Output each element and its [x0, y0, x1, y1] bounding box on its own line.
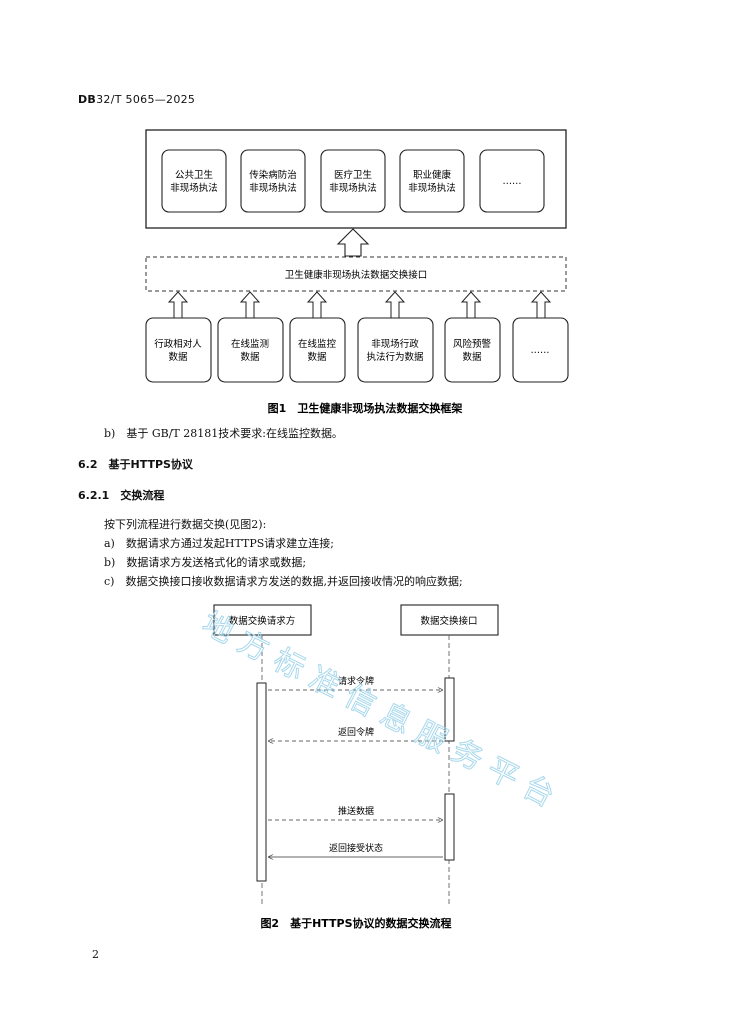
figure1-caption: 图1 卫生健康非现场执法数据交换框架	[268, 401, 463, 415]
document-code: DB32/T 5065—2025	[78, 93, 195, 106]
interface-bar	[145, 256, 567, 292]
bottom-box-5-line2: 数据	[462, 351, 482, 363]
top-box-3	[320, 149, 386, 213]
top-box-1-line2: 非现场执法	[170, 182, 218, 194]
actor-requester-label: 数据交换请求方	[229, 615, 296, 627]
bottom-box-1-line1: 行政相对人	[154, 338, 202, 350]
top-box-4-line1: 职业健康	[413, 169, 452, 181]
top-box-1	[161, 149, 227, 213]
top-box-2-line2: 非现场执法	[249, 182, 297, 194]
page-number: 2	[92, 948, 99, 961]
top-box-4-line2: 非现场执法	[408, 182, 456, 194]
bottom-box-2	[217, 317, 284, 383]
document-code-prefix: DB	[78, 93, 97, 106]
bottom-box-2-line1: 在线监测	[231, 338, 269, 350]
bottom-box-5-line1: 风险预警	[453, 338, 492, 350]
list-item-c: c) 数据交换接口接收数据请求方发送的数据,并返回接收情况的响应数据;	[104, 575, 463, 588]
bottom-box-4-line2: 执法行为数据	[366, 351, 424, 363]
top-box-5-line1: ……	[503, 176, 522, 187]
bottom-box-3-line2: 数据	[307, 351, 327, 363]
message-return-status: 返回接受状态	[329, 842, 383, 854]
bottom-box-4	[357, 317, 434, 383]
top-box-4	[399, 149, 465, 213]
bottom-box-1	[145, 317, 212, 383]
activation-interface-2	[444, 793, 455, 861]
bottom-box-5	[444, 317, 501, 383]
intro-paragraph: 按下列流程进行数据交换(见图2):	[104, 518, 267, 531]
section-heading-6-2-1: 6.2.1 交换流程	[78, 489, 165, 502]
data-up-arrows	[167, 291, 552, 319]
actor-interface-box	[400, 604, 499, 636]
actor-requester-box	[213, 604, 312, 636]
document-code-rest: 32/T 5065—2025	[96, 93, 196, 106]
message-return-token: 返回令牌	[338, 726, 374, 738]
list-item-a: a) 数据请求方通过发起HTTPS请求建立连接;	[104, 537, 334, 550]
message-request-token: 请求令牌	[338, 675, 374, 687]
interface-label: 卫生健康非现场执法数据交换接口	[285, 269, 428, 281]
top-box-3-line2: 非现场执法	[329, 182, 377, 194]
activation-interface-1	[444, 677, 455, 742]
bottom-box-3	[289, 317, 346, 383]
top-box-2-line1: 传染病防治	[249, 169, 297, 181]
figure2-caption: 图2 基于HTTPS协议的数据交换流程	[260, 916, 451, 930]
bottom-box-4-line1: 非现场行政	[371, 338, 419, 350]
figure2-sequence-diagram: 数据交换请求方 数据交换接口 请求令牌 返回令牌 推送数据 返回接受状态 图2 …	[213, 604, 499, 930]
top-box-5	[479, 149, 545, 213]
top-box-2	[240, 149, 306, 213]
top-box-1-line1: 公共卫生	[175, 169, 214, 181]
list-item-b: b) 数据请求方发送格式化的请求或数据;	[104, 556, 307, 569]
interface-to-apps-arrow	[336, 228, 370, 257]
figure1-framework-diagram: 公共卫生 非现场执法 传染病防治 非现场执法 医疗卫生 非现场执法 职业健康 非…	[145, 129, 569, 415]
applications-frame	[145, 129, 567, 229]
message-push-data: 推送数据	[338, 805, 374, 817]
section-heading-6-2: 6.2 基于HTTPS协议	[78, 458, 193, 471]
bottom-box-1-line2: 数据	[168, 351, 188, 363]
activation-requester	[256, 682, 267, 882]
bottom-box-2-line2: 数据	[240, 351, 260, 363]
actor-interface-label: 数据交换接口	[420, 615, 477, 627]
list-item-b-gbt28181: b) 基于 GB/T 28181技术要求:在线监控数据。	[104, 427, 343, 440]
bottom-box-6-line1: ……	[531, 345, 550, 356]
top-box-3-line1: 医疗卫生	[334, 169, 373, 181]
bottom-box-3-line1: 在线监控	[298, 338, 337, 350]
bottom-box-6	[512, 317, 569, 383]
